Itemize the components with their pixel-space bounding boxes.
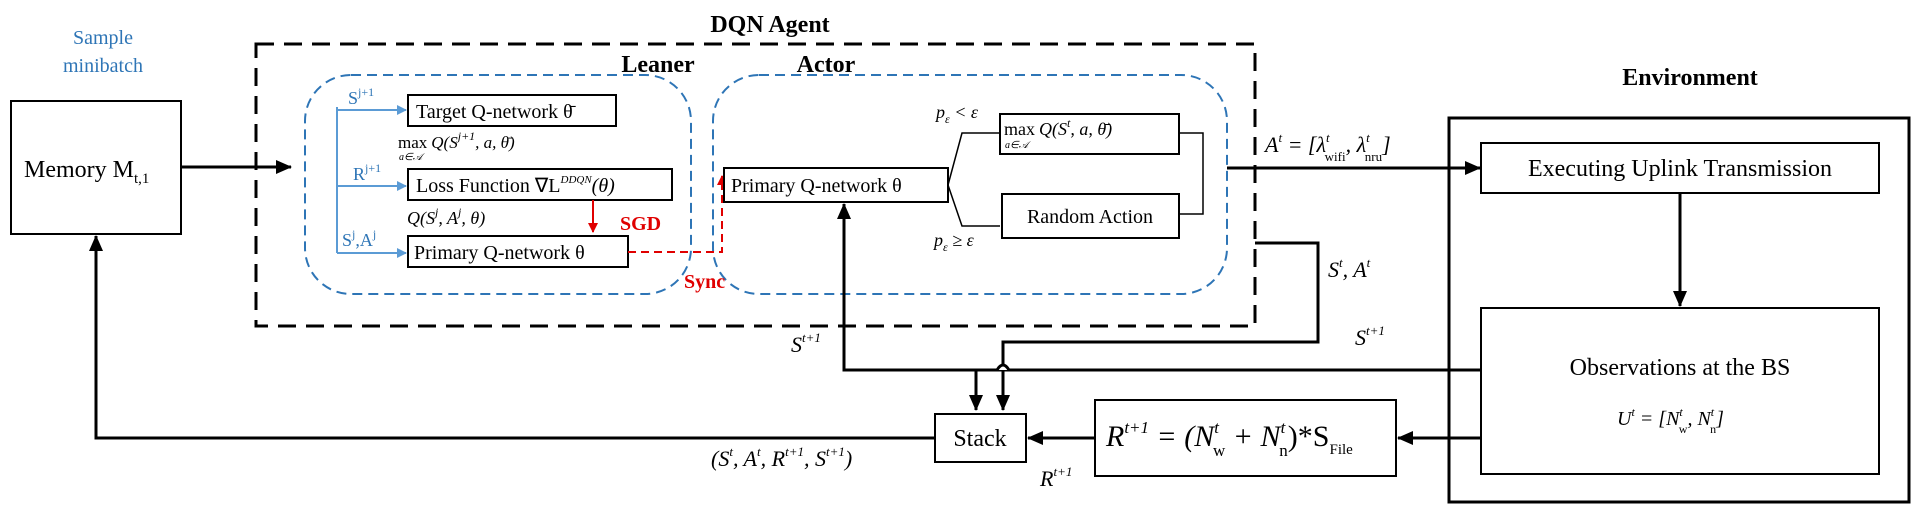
reward-box (1094, 399, 1397, 477)
target-q-network-box (407, 94, 617, 127)
next-state-hop (995, 363, 1011, 371)
actor-primary-q-network-label: Primary Q-network θ (731, 175, 902, 197)
stack-to-memory-arrow (89, 235, 935, 440)
p-ge-label: pε ≥ ε (932, 230, 975, 254)
state-action-label: St, At (1328, 255, 1371, 282)
actor-branch-upper (947, 132, 1000, 186)
sample-minibatch-label-2: minibatch (63, 55, 143, 77)
learner-q-expr: Q(Sj, Aj, θ) (407, 205, 485, 229)
observations-box (1480, 307, 1880, 475)
memory-label: Memory Mt,1 (24, 157, 149, 187)
random-action-label: Random Action (1027, 206, 1153, 228)
transition-tuple-label: (St, At, Rt+1, St+1) (711, 444, 852, 471)
sync-line (628, 175, 727, 253)
sample-minibatch-label-1: Sample (73, 27, 133, 49)
greedy-action-box (999, 113, 1180, 155)
label-r-next: Rj+1 (353, 161, 381, 184)
reward-edge-label: Rt+1 (1039, 464, 1072, 491)
target-q-network-label: Target Q-network θ̄ (416, 101, 577, 123)
learner-max-sub: a∈𝒜 (399, 152, 426, 163)
loss-function-box (407, 168, 673, 201)
agent-title: DQN Agent (710, 12, 829, 38)
next-state-label-left: St+1 (791, 330, 821, 357)
agent-boundary (254, 42, 1257, 328)
actor-merge-line (1179, 132, 1204, 215)
greedy-action-sub: a∈𝒜 (1005, 140, 1032, 151)
actor-primary-q-network-box (723, 167, 949, 203)
label-s-next: Sj+1 (348, 85, 374, 108)
learner-primary-q-network-label: Primary Q-network θ (414, 242, 585, 264)
sgd-label: SGD (620, 213, 661, 235)
environment-title: Environment (1622, 65, 1758, 91)
uplink-transmission-box (1480, 142, 1880, 194)
loss-function-label: Loss Function ∇LDDQN(θ) (416, 174, 615, 197)
next-state-to-actor (837, 203, 1481, 372)
memory-box (10, 100, 182, 235)
stack-label: Stack (953, 426, 1006, 452)
random-action-box (1001, 193, 1180, 239)
p-less-label: pε < ε (934, 102, 979, 126)
label-s-a: Sj,Aj (342, 227, 376, 250)
actor-title: Actor (797, 52, 856, 78)
actor-boundary (712, 74, 1228, 295)
uplink-transmission-label: Executing Uplink Transmission (1528, 156, 1832, 182)
actor-branch-lower (947, 184, 1000, 227)
sync-label: Sync (684, 271, 725, 293)
stack-box (934, 413, 1027, 463)
learner-title: Leaner (621, 52, 695, 78)
observations-label: Observations at the BS (1570, 355, 1791, 381)
next-state-label-right: St+1 (1355, 323, 1385, 350)
learner-boundary (304, 74, 692, 295)
environment-boundary (1447, 116, 1911, 504)
